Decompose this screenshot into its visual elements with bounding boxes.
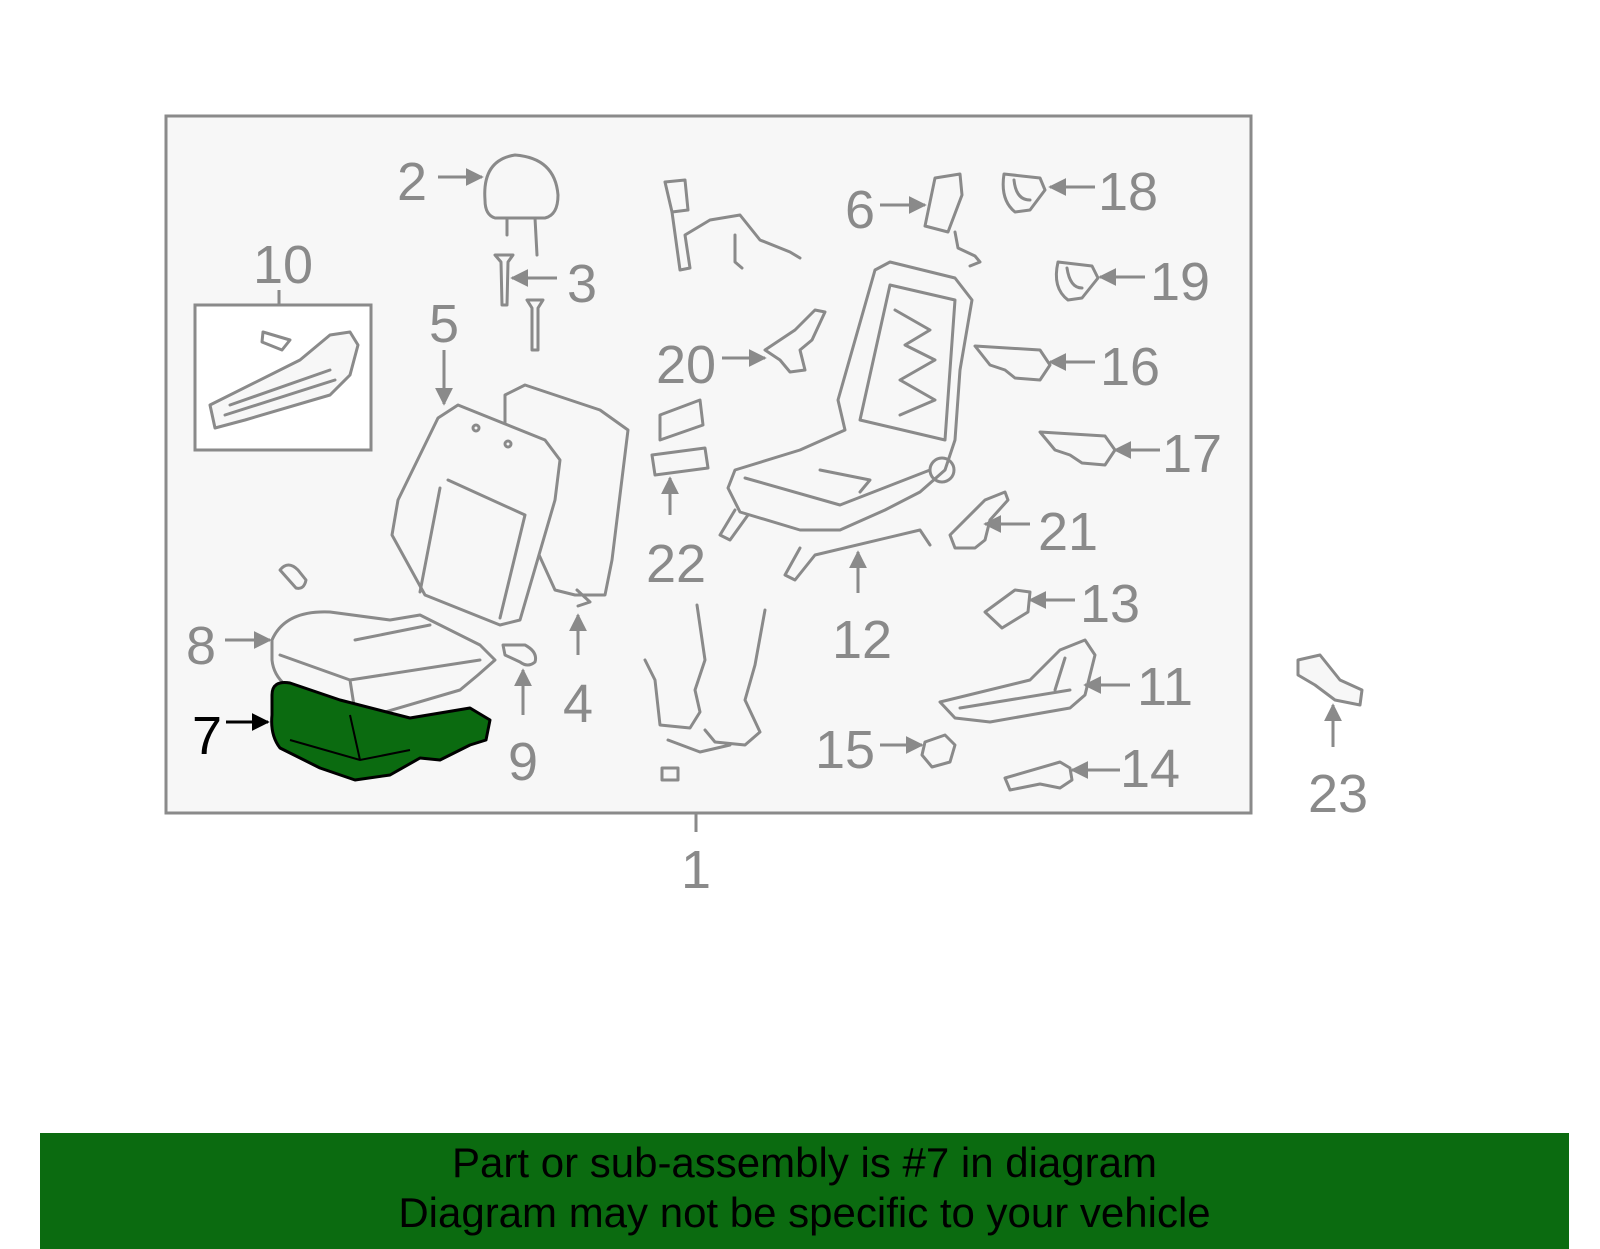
wire-harness [643, 603, 767, 782]
callout-18[interactable]: 18 [1098, 162, 1158, 222]
banner-part-line: Part or sub-assembly is #7 in diagram [452, 1139, 1157, 1186]
seat-screw [278, 563, 308, 590]
callout-5[interactable]: 5 [429, 294, 459, 354]
part-22-switches [650, 398, 710, 477]
part-17-cover [1038, 430, 1117, 467]
part-3-headrest-guides [493, 253, 545, 352]
callout-9[interactable]: 9 [508, 732, 538, 792]
callout-13[interactable]: 13 [1080, 574, 1140, 634]
info-banner: Part or sub-assembly is #7 in diagram Di… [40, 1133, 1569, 1249]
callout-8[interactable]: 8 [186, 616, 216, 676]
callout-16[interactable]: 16 [1100, 337, 1160, 397]
callout-10[interactable]: 10 [253, 235, 313, 295]
callout-14[interactable]: 14 [1120, 739, 1180, 799]
part-14-lever [1003, 760, 1074, 792]
callout-20[interactable]: 20 [656, 335, 716, 395]
callout-7[interactable]: 7 [192, 706, 222, 766]
part-7-cushion-pad-detail [289, 714, 411, 762]
part-12-seat-frame [718, 260, 974, 582]
callout-22[interactable]: 22 [646, 534, 706, 594]
callout-2[interactable]: 2 [397, 152, 427, 212]
part-18-cover [1001, 172, 1047, 214]
part-20-bracket [763, 308, 827, 374]
part-23-bracket [1296, 653, 1364, 707]
callout-17[interactable]: 17 [1162, 424, 1222, 484]
part-16-cover [973, 344, 1052, 382]
part-2-headrest [483, 153, 560, 257]
part-19-cover [1054, 260, 1100, 302]
callout-3[interactable]: 3 [567, 254, 597, 314]
part-5-seat-back-cover [390, 403, 562, 627]
callout-1[interactable]: 1 [681, 840, 711, 900]
callout-15[interactable]: 15 [815, 720, 875, 780]
callout-6[interactable]: 6 [845, 180, 875, 240]
part-6-side-airbag [923, 172, 982, 268]
callout-4[interactable]: 4 [563, 674, 593, 734]
part-15-knob [920, 733, 957, 769]
callout-21[interactable]: 21 [1038, 502, 1098, 562]
banner-disclaimer-line: Diagram may not be specific to your vehi… [398, 1189, 1211, 1236]
callout-19[interactable]: 19 [1150, 252, 1210, 312]
part-9-clip [501, 643, 537, 667]
part-8-cushion-cover [270, 610, 497, 717]
part-10-side-trim [208, 330, 360, 430]
callout-11[interactable]: 11 [1137, 657, 1193, 717]
callout-23[interactable]: 23 [1308, 764, 1368, 824]
part-7-cushion-pad [270, 681, 492, 782]
seatbelt-buckle-harness [663, 178, 802, 272]
callout-12[interactable]: 12 [832, 610, 892, 670]
part-11-outer-shield [938, 638, 1097, 724]
